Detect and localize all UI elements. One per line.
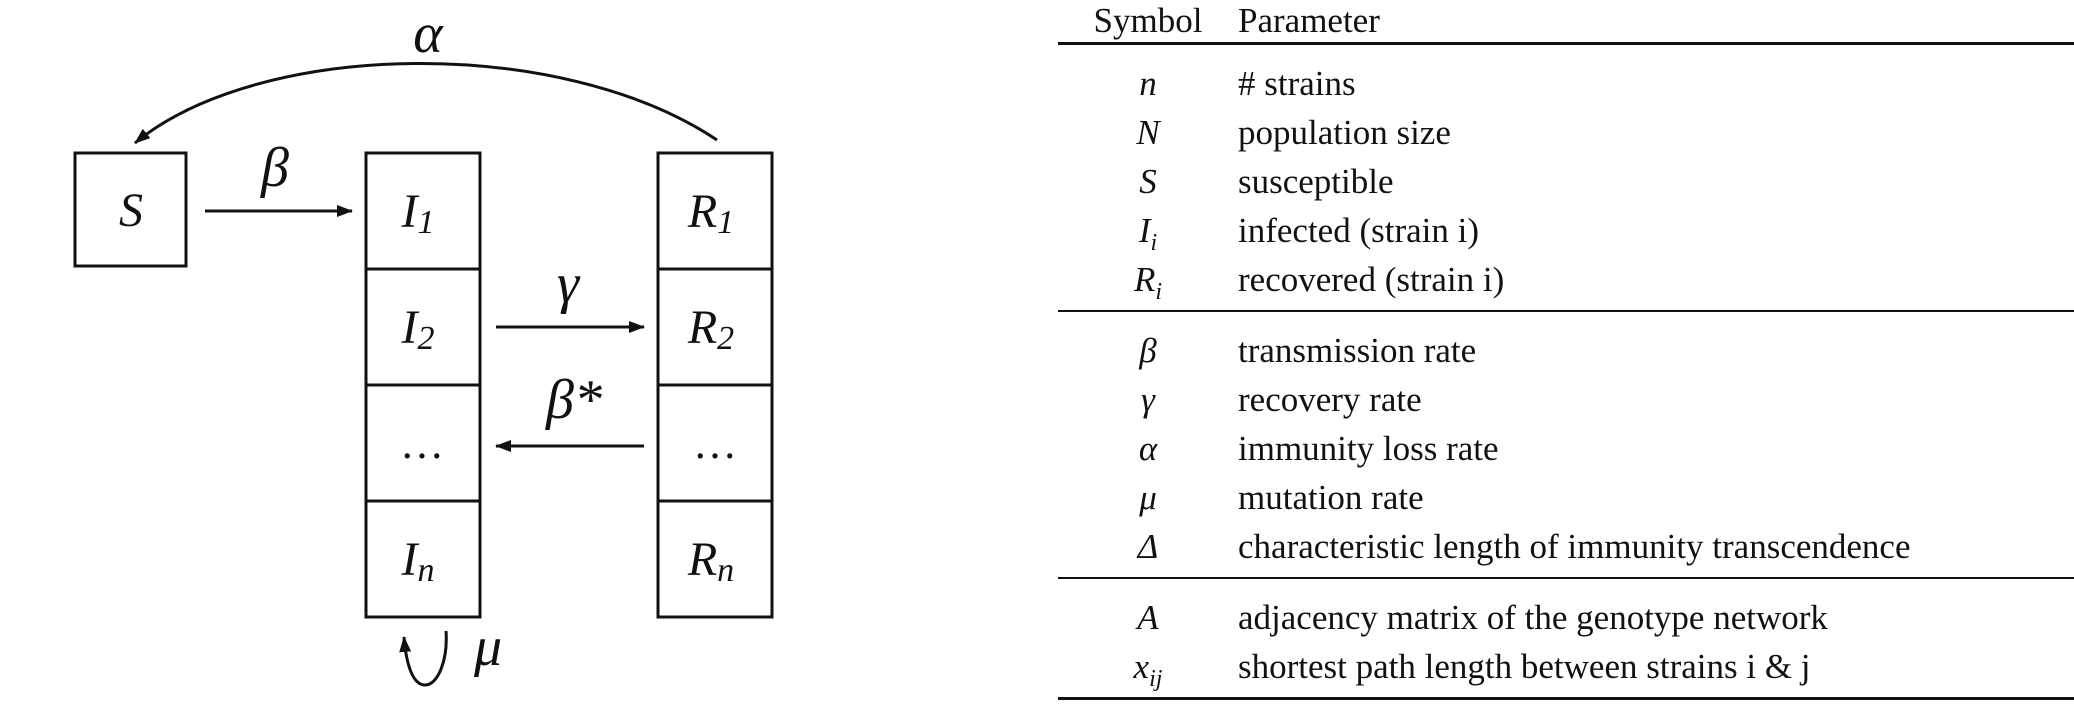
symbol-cell: xij — [1133, 647, 1163, 692]
parameter-cell: infected (strain i) — [1238, 211, 1480, 250]
table-row: Ri recovered (strain i) — [1058, 255, 2074, 311]
infected-n-label: In — [401, 533, 435, 589]
parameter-cell: adjacency matrix of the genotype network — [1238, 598, 1828, 637]
table-row: Ii infected (strain i) — [1058, 206, 2074, 255]
symbol-cell: N — [1136, 113, 1160, 152]
symbol-column-header: Symbol — [1093, 1, 1203, 40]
table-row: β transmission rate — [1058, 311, 2074, 375]
infected-1-label: I1 — [401, 185, 435, 241]
table-row: N population size — [1058, 108, 2074, 157]
recovered-column: R1 R2 … Rn — [656, 151, 774, 619]
table-row: Δ characteristic length of immunity tran… — [1058, 522, 2074, 578]
symbol-cell: Ii — [1138, 211, 1158, 256]
parameter-cell: recovered (strain i) — [1238, 260, 1505, 299]
gamma-label: γ — [557, 253, 581, 315]
parameter-cell: # strains — [1238, 64, 1356, 103]
table-header-row: Symbol Parameter — [1058, 0, 2074, 44]
infected-ellipsis: … — [400, 419, 444, 468]
susceptible-box: S — [73, 151, 188, 268]
mu-label: μ — [473, 616, 502, 678]
symbol-cell: Δ — [1137, 527, 1159, 566]
recovered-1-label: R1 — [687, 185, 734, 241]
immunity-loss-arrow — [134, 62, 718, 145]
recovered-ellipsis: … — [693, 419, 737, 468]
table-row: xij shortest path length between strains… — [1058, 642, 2074, 699]
symbol-cell: μ — [1139, 478, 1157, 517]
recovered-n-label: Rn — [687, 533, 734, 589]
symbol-cell: S — [1139, 162, 1157, 201]
parameter-cell: population size — [1238, 113, 1451, 152]
parameter-table-container: Symbol Parameter n # strains N populatio… — [1058, 0, 2074, 700]
table-row: α immunity loss rate — [1058, 424, 2074, 473]
parameter-cell: mutation rate — [1238, 478, 1424, 517]
parameter-cell: recovery rate — [1238, 380, 1422, 419]
parameter-cell: characteristic length of immunity transc… — [1238, 527, 1911, 566]
infected-2-label: I2 — [401, 301, 435, 357]
infected-column: I1 I2 … In — [364, 151, 482, 619]
sir-compartment-diagram: S I1 I2 … In R1 R2 … Rn α β γ β* μ — [73, 3, 774, 687]
parameter-cell: immunity loss rate — [1238, 429, 1499, 468]
alpha-label: α — [413, 3, 444, 65]
table-row: S susceptible — [1058, 157, 2074, 206]
table-row: n # strains — [1058, 44, 2074, 109]
parameter-cell: susceptible — [1238, 162, 1394, 201]
beta-label: β — [260, 137, 289, 199]
symbol-cell: A — [1137, 598, 1159, 637]
parameter-table: Symbol Parameter n # strains N populatio… — [1058, 0, 2074, 700]
table-row: μ mutation rate — [1058, 473, 2074, 522]
table-row: A adjacency matrix of the genotype netwo… — [1058, 578, 2074, 642]
symbol-cell: α — [1138, 429, 1158, 468]
table-row: γ recovery rate — [1058, 375, 2074, 424]
table-group-rates: β transmission rate γ recovery rate α im… — [1058, 311, 2074, 578]
beta-star-label: β* — [545, 369, 602, 431]
parameter-cell: transmission rate — [1238, 331, 1477, 370]
table-group-network: A adjacency matrix of the genotype netwo… — [1058, 578, 2074, 699]
recovered-2-label: R2 — [687, 301, 734, 357]
symbol-cell: γ — [1141, 380, 1155, 419]
susceptible-label: S — [119, 184, 143, 237]
symbol-cell: β — [1139, 331, 1157, 370]
table-group-populations: n # strains N population size S suscepti… — [1058, 44, 2074, 311]
symbol-cell: Ri — [1133, 260, 1163, 305]
parameter-column-header: Parameter — [1238, 1, 1380, 40]
parameter-cell: shortest path length between strains i &… — [1238, 647, 1811, 686]
symbol-cell: n — [1139, 64, 1157, 103]
mutation-loop-arrow — [399, 630, 448, 687]
